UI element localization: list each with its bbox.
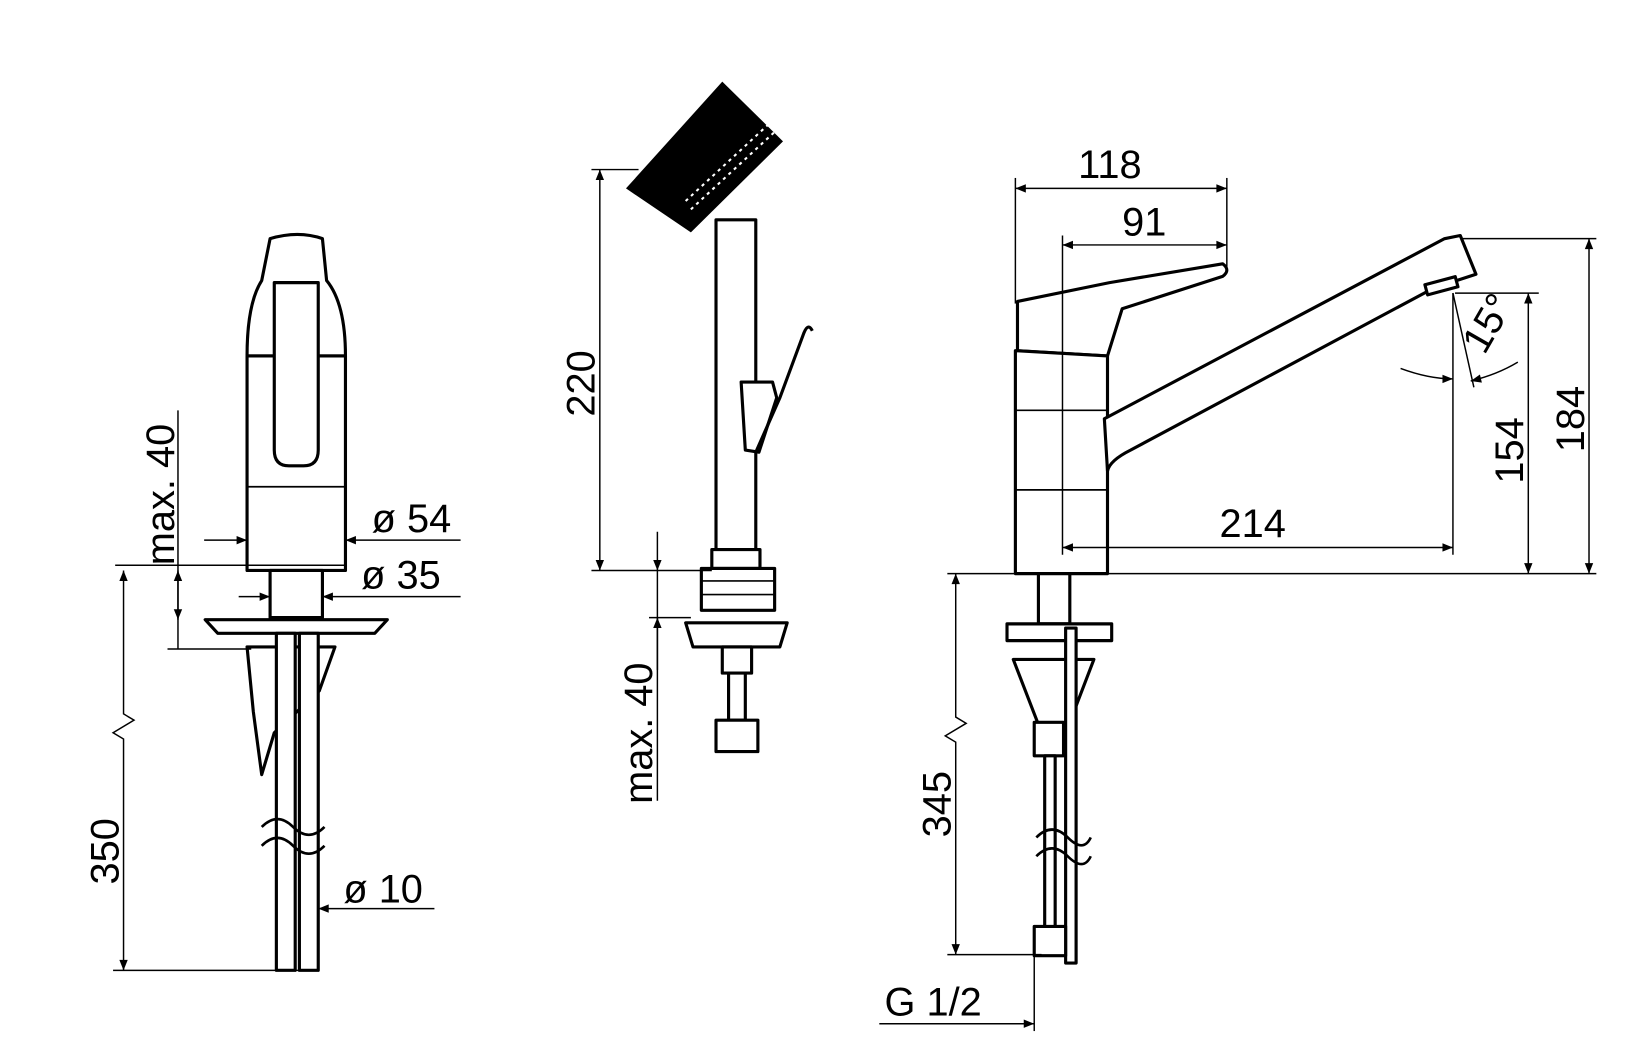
hose-diameter-label: ø 10 — [343, 867, 423, 911]
profile-stem — [1032, 720, 1066, 758]
side-view: 220 max. 40 — [560, 81, 814, 804]
spout-reach-label: 214 — [1220, 502, 1286, 546]
front-view: max. 40 ø 54 ø 35 350 ø 10 — [83, 232, 461, 972]
body-diameter-label: ø 54 — [372, 497, 452, 541]
profile-connector — [1032, 924, 1068, 958]
front-hose-left — [274, 631, 297, 972]
side-hose — [727, 671, 747, 722]
profile-shank — [1036, 572, 1072, 626]
profile-aerator — [1423, 275, 1460, 297]
profile-mount-plate — [1005, 622, 1114, 643]
profile-lever — [1015, 262, 1229, 358]
thread-label: G 1/2 — [885, 980, 982, 1024]
total-height-label: 184 — [1549, 386, 1593, 452]
front-shank — [268, 568, 324, 620]
profile-body — [1013, 349, 1110, 576]
side-max-40-label: max. 40 — [617, 662, 661, 803]
lever-length-label: 118 — [1078, 143, 1141, 187]
base-diameter-label: ø 35 — [361, 553, 441, 597]
front-hose-length-label: 350 — [83, 818, 127, 884]
front-hose-right — [297, 631, 320, 972]
profile-view: 118 91 214 15° 154 184 345 G 1/2 — [879, 143, 1597, 1032]
outlet-height-label: 154 — [1488, 417, 1532, 483]
lever-offset-label: 91 — [1122, 201, 1166, 245]
side-lever-head — [625, 81, 784, 233]
profile-hose-2 — [1064, 626, 1078, 965]
front-max-40-label: max. 40 — [139, 424, 183, 565]
profile-hose-length-label: 345 — [915, 771, 959, 837]
side-connector — [714, 718, 760, 754]
side-threaded-ring — [699, 566, 777, 612]
front-mount-plate — [203, 618, 389, 635]
side-height-label: 220 — [560, 350, 604, 416]
front-lever-slot — [272, 281, 320, 468]
profile-spout — [1102, 233, 1478, 473]
side-base — [710, 547, 762, 570]
spout-angle-label: 15° — [1454, 286, 1522, 360]
side-nut — [684, 621, 789, 649]
side-stem — [720, 645, 754, 675]
